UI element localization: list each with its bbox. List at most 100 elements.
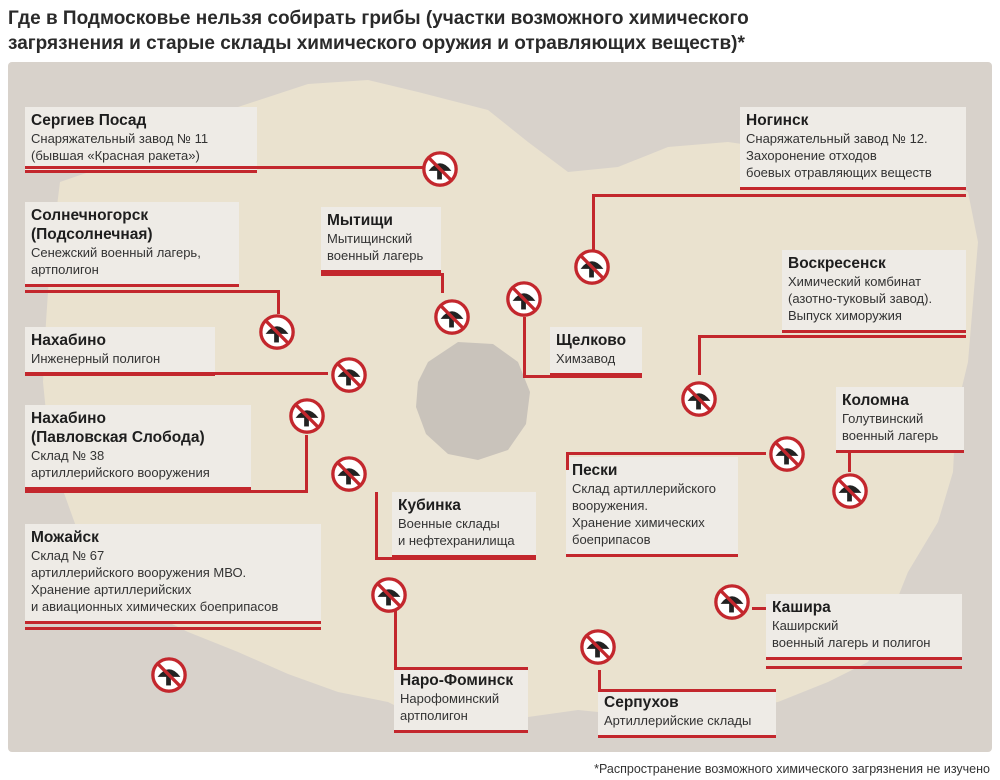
site-description-line: (азотно-туковый завод). bbox=[788, 291, 933, 306]
site-description-line: Выпуск химоружия bbox=[788, 308, 902, 323]
site-description-line: и нефтехранилища bbox=[398, 533, 515, 548]
site-city: Мытищи bbox=[327, 212, 393, 229]
no-mushroom-icon bbox=[331, 357, 367, 393]
site-label-kolomna: Коломна Голутвинский военный лагерь bbox=[836, 387, 964, 453]
site-description-line: военный лагерь bbox=[327, 248, 424, 263]
leader-line bbox=[375, 557, 536, 560]
no-mushroom-icon bbox=[151, 657, 187, 693]
site-description-line: вооружения. bbox=[572, 498, 648, 513]
site-label-solnechnogorsk: Солнечногорск (Подсолнечная) Сенежский в… bbox=[25, 202, 239, 287]
no-mushroom-icon bbox=[714, 584, 750, 620]
leader-line bbox=[305, 435, 308, 493]
site-city: Щелково bbox=[556, 332, 627, 349]
site-label-shchelkovo: Щелково Химзавод bbox=[550, 327, 642, 376]
site-city: Кашира bbox=[772, 599, 831, 616]
site-label-voskresensk: Воскресенск Химический комбинат (азотно-… bbox=[782, 250, 966, 333]
no-mushroom-icon bbox=[422, 151, 458, 187]
no-mushroom-icon bbox=[371, 577, 407, 613]
leader-line bbox=[598, 670, 601, 692]
site-description-line: Хранение артиллерийских bbox=[31, 582, 192, 597]
leader-line bbox=[766, 666, 962, 669]
leader-line bbox=[523, 317, 526, 378]
site-label-peski: Пески Склад артиллерийского вооружения. … bbox=[566, 457, 738, 557]
site-description-line: Химзавод bbox=[556, 351, 616, 366]
no-mushroom-icon bbox=[331, 456, 367, 492]
site-description-line: Склад артиллерийского bbox=[572, 481, 717, 496]
site-label-naro-fominsk: Наро-Фоминск Нарофоминский артполигон bbox=[394, 667, 528, 733]
no-mushroom-icon bbox=[769, 436, 805, 472]
leader-line bbox=[523, 375, 642, 378]
title-line-2: загрязнения и старые склады химического … bbox=[8, 33, 745, 54]
site-city: Серпухов bbox=[604, 694, 679, 711]
site-description-line: Склад № 38 bbox=[31, 448, 105, 463]
leader-line bbox=[394, 610, 397, 670]
site-city-secondary: (Подсолнечная) bbox=[31, 226, 153, 243]
leader-line bbox=[375, 492, 378, 560]
leader-line bbox=[698, 335, 701, 375]
no-mushroom-icon bbox=[434, 299, 470, 335]
site-label-serpukhov: Серпухов Артиллерийские склады bbox=[598, 689, 776, 738]
leader-line bbox=[592, 194, 595, 250]
no-mushroom-icon bbox=[681, 381, 717, 417]
leader-line bbox=[25, 627, 321, 630]
site-description-line: и авиационных химических боеприпасов bbox=[31, 599, 279, 614]
moscow-city-shape bbox=[416, 342, 530, 460]
site-description-line: артиллерийского вооружения МВО. bbox=[31, 565, 247, 580]
leader-line bbox=[598, 689, 776, 692]
site-description-line: Склад № 67 bbox=[31, 548, 105, 563]
no-mushroom-icon bbox=[580, 629, 616, 665]
site-description-line: Артиллерийские склады bbox=[604, 713, 752, 728]
site-city: Нахабино bbox=[31, 410, 106, 427]
leader-line bbox=[25, 166, 440, 169]
no-mushroom-icon bbox=[574, 249, 610, 285]
site-description-line: военный лагерь и полигон bbox=[772, 635, 931, 650]
leader-line bbox=[25, 372, 328, 375]
site-label-noginsk: Ногинск Снаряжательный завод № 12. Захор… bbox=[740, 107, 966, 190]
site-description-line: Сенежский военный лагерь, bbox=[31, 245, 201, 260]
site-city: Коломна bbox=[842, 392, 909, 409]
site-label-mozhaysk: Можайск Склад № 67 артиллерийского воору… bbox=[25, 524, 321, 624]
leader-line bbox=[25, 490, 308, 493]
leader-line bbox=[566, 452, 766, 455]
leader-line bbox=[25, 290, 280, 293]
site-city: Нахабино bbox=[31, 332, 106, 349]
no-mushroom-icon bbox=[832, 473, 868, 509]
site-description-line: артиллерийского вооружения bbox=[31, 465, 210, 480]
leader-line bbox=[277, 290, 280, 314]
site-description-line: Нарофоминский bbox=[400, 691, 500, 706]
site-city: Кубинка bbox=[398, 497, 461, 514]
site-description-line: Захоронение отходов bbox=[746, 148, 877, 163]
site-description-line: боеприпасов bbox=[572, 532, 651, 547]
no-mushroom-icon bbox=[259, 314, 295, 350]
site-city: Наро-Фоминск bbox=[400, 672, 514, 689]
site-label-nakhabino: Нахабино Инженерный полигон bbox=[25, 327, 215, 376]
site-description-line: боевых отравляющих веществ bbox=[746, 165, 932, 180]
leader-line bbox=[848, 450, 851, 472]
site-city-secondary: (Павловская Слобода) bbox=[31, 429, 205, 446]
site-description-line: Хранение химических bbox=[572, 515, 705, 530]
site-label-nakhabino-pavlovskaya: Нахабино (Павловская Слобода) Склад № 38… bbox=[25, 405, 251, 490]
site-description-line: Мытищинский bbox=[327, 231, 413, 246]
no-mushroom-icon bbox=[506, 281, 542, 317]
map-area: Сергиев Посад Снаряжательный завод № 11 … bbox=[8, 62, 992, 752]
site-description-line: Военные склады bbox=[398, 516, 500, 531]
site-description-line: Голутвинский bbox=[842, 411, 924, 426]
site-city: Сергиев Посад bbox=[31, 112, 147, 129]
site-description-line: (бывшая «Красная ракета») bbox=[31, 148, 200, 163]
site-city: Можайск bbox=[31, 529, 99, 546]
site-label-kubinka: Кубинка Военные склады и нефтехранилища bbox=[392, 492, 536, 558]
site-description-line: военный лагерь bbox=[842, 428, 939, 443]
leader-line bbox=[836, 450, 964, 453]
site-city: Солнечногорск bbox=[31, 207, 149, 224]
leader-line bbox=[566, 452, 569, 470]
site-description-line: Снаряжательный завод № 12. bbox=[746, 131, 928, 146]
site-label-mytishchi: Мытищи Мытищинский военный лагерь bbox=[321, 207, 441, 273]
leader-line bbox=[592, 194, 966, 197]
site-description-line: артполигон bbox=[400, 708, 468, 723]
leader-line bbox=[321, 273, 444, 276]
site-description-line: Каширский bbox=[772, 618, 839, 633]
no-mushroom-icon bbox=[289, 398, 325, 434]
leader-line bbox=[394, 667, 528, 670]
leader-line bbox=[752, 607, 766, 610]
map-title: Где в Подмосковье нельзя собирать грибы … bbox=[8, 6, 988, 56]
